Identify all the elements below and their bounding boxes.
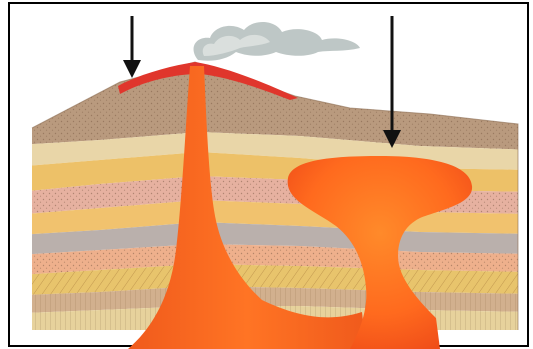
volcano-diagram bbox=[0, 0, 533, 349]
volcano-cross-section-figure bbox=[0, 0, 533, 349]
